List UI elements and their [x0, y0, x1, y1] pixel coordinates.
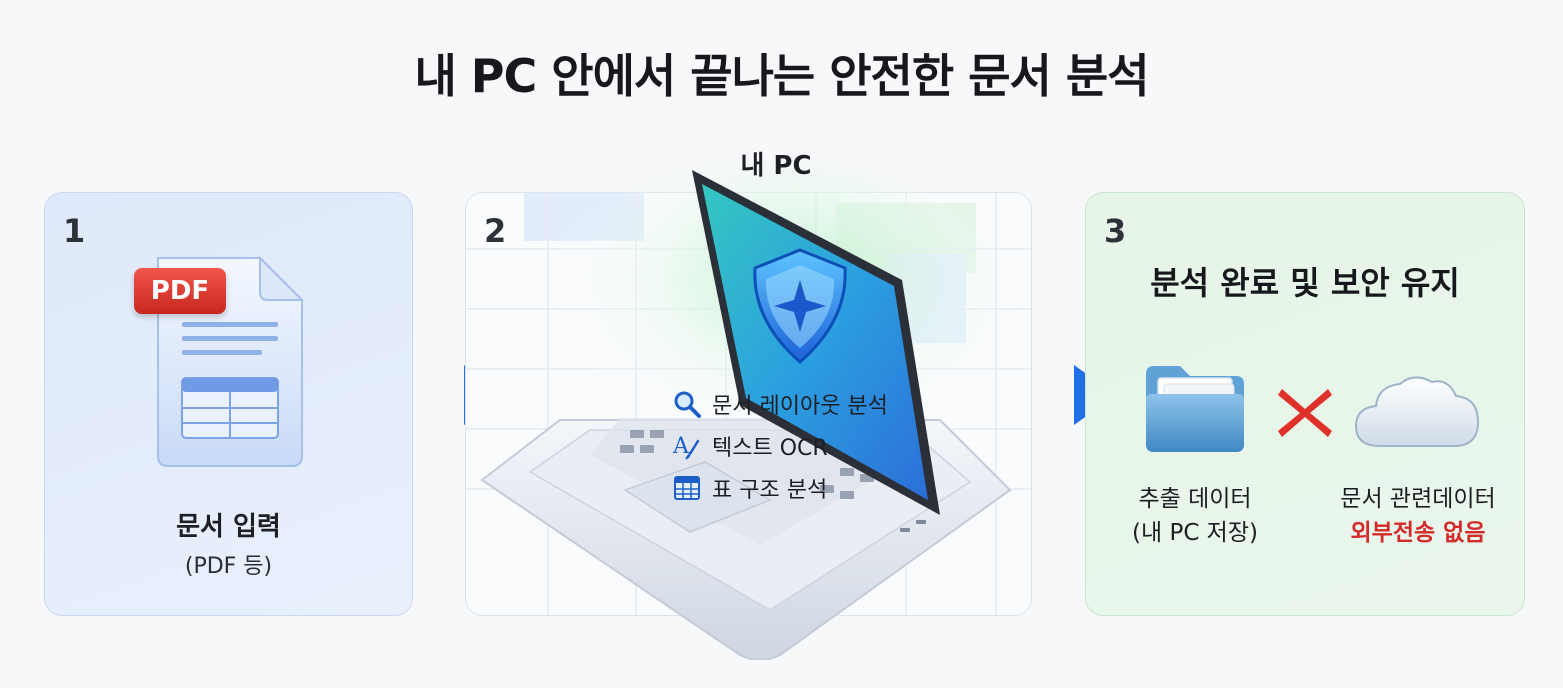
feature-label: 문서 레이아웃 분석 — [712, 394, 888, 419]
extracted-data-label: 추출 데이터 (내 PC 저장) — [1110, 482, 1280, 550]
svg-text:A: A — [672, 434, 690, 459]
feature-table-structure: 표 구조 분석 — [672, 472, 827, 504]
input-label: 문서 입력 — [176, 512, 281, 542]
feature-label: 표 구조 분석 — [712, 478, 828, 503]
extracted-data-title: 추출 데이터 — [1138, 486, 1252, 512]
page-title: 내 PC 안에서 끝나는 안전한 문서 분석 — [414, 49, 1149, 103]
no-transfer-x-icon — [1278, 389, 1332, 437]
feature-label: 텍스트 OCR — [712, 436, 828, 461]
text-ocr-icon: A — [672, 434, 700, 460]
magnifier-icon — [674, 391, 701, 418]
feature-layout-analysis: 문서 레이아웃 분석 — [672, 388, 888, 420]
feature-text-ocr: A 텍스트 OCR — [672, 430, 828, 462]
extracted-data-sub: (내 PC 저장) — [1132, 520, 1258, 546]
cloud-icon — [1354, 376, 1480, 447]
pdf-badge: PDF — [134, 268, 226, 314]
doc-data-title: 문서 관련데이터 — [1340, 486, 1496, 512]
step-2-number: 2 — [484, 212, 507, 250]
step-1-number: 1 — [63, 212, 86, 250]
step-3-number: 3 — [1104, 212, 1127, 250]
doc-data-label: 문서 관련데이터 외부전송 없음 — [1318, 482, 1518, 550]
laptop-shield-icon — [480, 160, 1020, 660]
input-sublabel: (PDF 등) — [184, 554, 273, 579]
my-pc-label: 내 PC — [740, 151, 812, 181]
table-icon — [674, 476, 700, 500]
result-title: 분석 완료 및 보안 유지 — [1150, 264, 1460, 302]
pdf-badge-text: PDF — [150, 276, 210, 306]
no-transfer-text: 외부전송 없음 — [1350, 520, 1486, 546]
folder-icon — [1146, 366, 1244, 452]
